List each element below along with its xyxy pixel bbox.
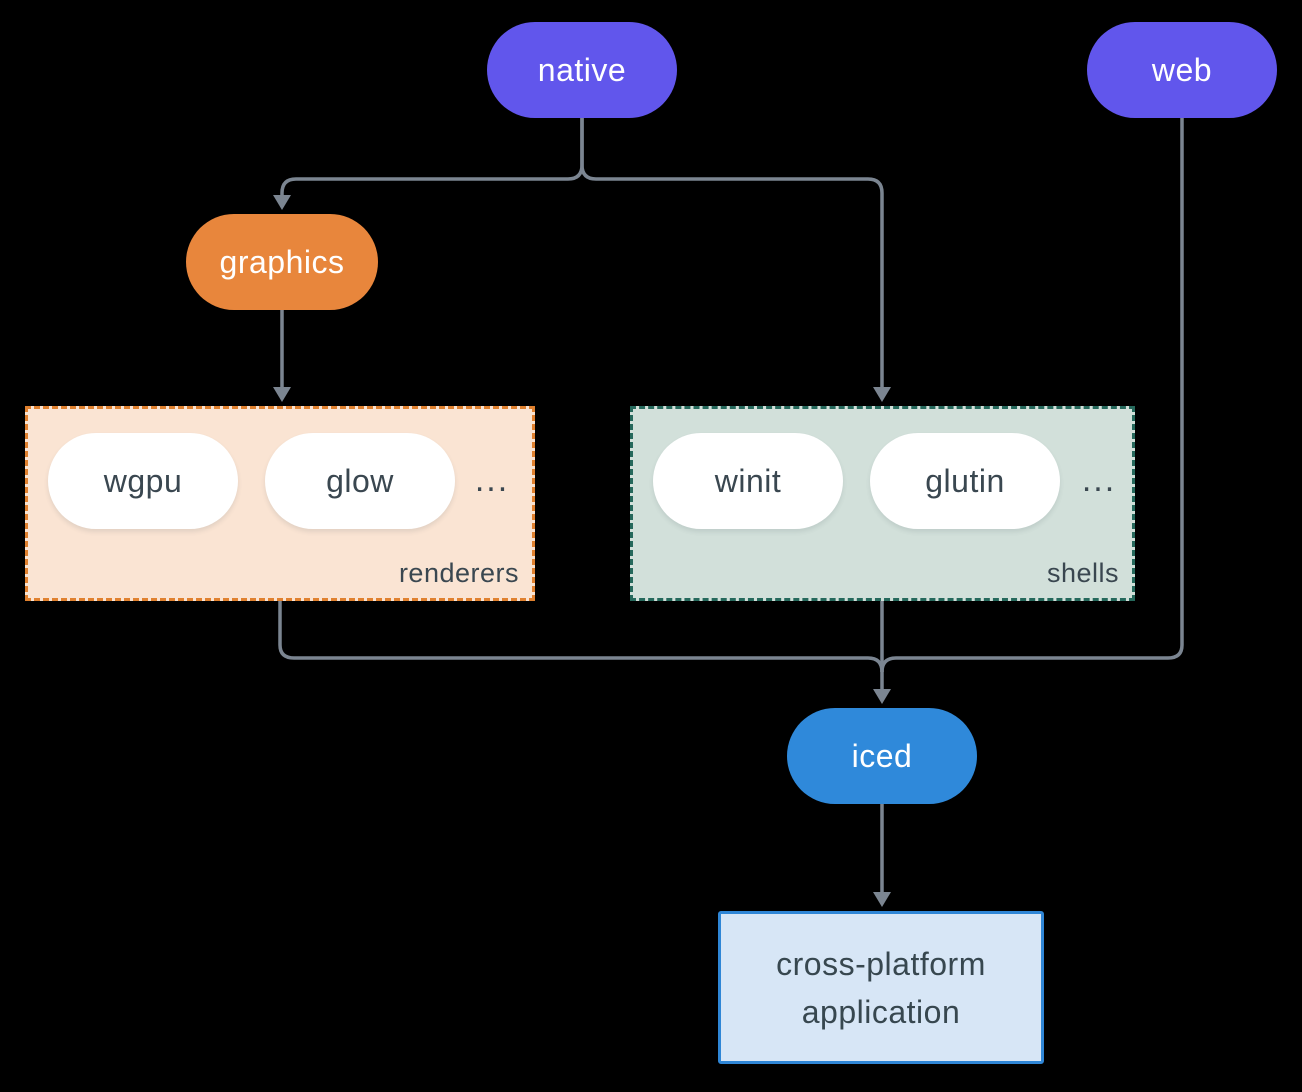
native-node: native	[487, 22, 677, 118]
shells-group-label: shells	[1046, 558, 1119, 588]
shells-group: winit glutin ... shells	[630, 406, 1135, 601]
edge-native-to-shells	[580, 118, 884, 388]
web-label: web	[1151, 51, 1213, 88]
application-label-line1: cross-platform	[776, 945, 986, 982]
renderers-group: wgpu glow ... renderers	[25, 406, 535, 601]
renderers-ellipsis: ...	[474, 461, 510, 499]
glow-pill: glow	[265, 433, 455, 529]
cross-platform-application-node: cross-platform application	[718, 911, 1044, 1064]
arrowhead-into-renderers	[273, 387, 291, 402]
edge-renderers-to-iced	[278, 601, 884, 673]
edge-native-to-graphics	[280, 118, 584, 196]
graphics-node: graphics	[186, 214, 378, 310]
wgpu-label: wgpu	[103, 462, 183, 499]
arrowhead-into-application	[873, 892, 891, 907]
winit-pill: winit	[653, 433, 843, 529]
web-node: web	[1087, 22, 1277, 118]
arrowhead-into-iced	[873, 689, 891, 704]
shells-ellipsis: ...	[1081, 461, 1117, 499]
glutin-label: glutin	[925, 462, 1005, 499]
iced-label: iced	[851, 737, 913, 774]
glow-label: glow	[326, 462, 394, 499]
winit-label: winit	[714, 462, 782, 499]
native-label: native	[537, 51, 627, 88]
arrowhead-into-graphics	[273, 195, 291, 210]
wgpu-pill: wgpu	[48, 433, 238, 529]
application-label-line2: application	[801, 993, 961, 1030]
graphics-label: graphics	[219, 243, 345, 280]
renderers-group-label: renderers	[398, 558, 519, 588]
arrowhead-into-shells	[873, 387, 891, 402]
iced-node: iced	[787, 708, 977, 804]
glutin-pill: glutin	[870, 433, 1060, 529]
